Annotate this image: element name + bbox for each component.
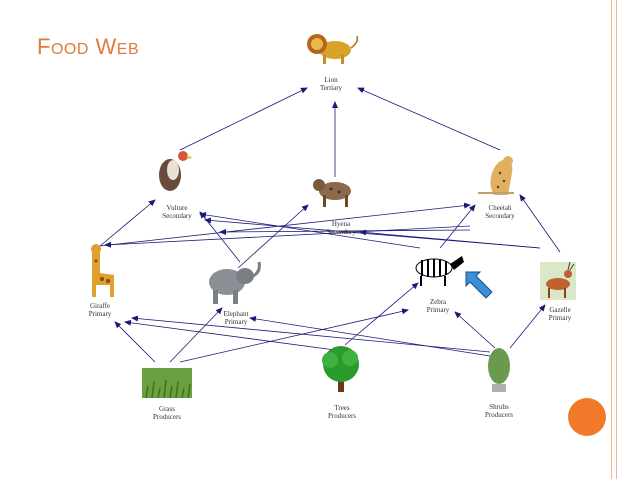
pointer-arrow-icon: [465, 271, 493, 299]
slide-border-line: [611, 0, 612, 479]
slide-title: FOOD WEB: [37, 34, 140, 59]
giraffe-icon: [91, 244, 114, 297]
gazelle-icon: [540, 261, 576, 300]
elephant-icon: [209, 261, 261, 304]
shrub-icon: [488, 348, 510, 392]
cheetah-icon: [478, 156, 514, 195]
arrow-shrubs-to-elephant: [249, 315, 491, 357]
slide-border-line-inner: [616, 0, 617, 479]
arrow-gazelle-to-hyena: [359, 229, 541, 249]
arrow-shrubs-to-zebra: [454, 311, 496, 349]
arrow-giraffe-to-vulture: [99, 199, 156, 247]
lion-icon: [307, 34, 359, 64]
arrow-trees-to-giraffe: [124, 319, 336, 351]
decorative-orange-circle: [568, 398, 606, 436]
arrow-gazelle-to-cheetah: [519, 194, 561, 253]
arrow-shrubs-to-gazelle: [509, 304, 546, 349]
arrow-vulture-to-lion: [179, 87, 308, 151]
arrow-grass-to-giraffe: [114, 321, 156, 363]
arrow-cheetah-to-lion: [357, 87, 501, 151]
vulture-icon: [159, 151, 193, 191]
arrow-cheetah-to-zebra: [219, 228, 471, 235]
zebra-icon: [415, 256, 464, 286]
tree-icon: [322, 346, 359, 392]
arrow-trees-to-zebra: [344, 282, 419, 346]
arrow-grass-to-elephant: [169, 307, 223, 363]
arrow-cheetah-to-giraffe: [104, 225, 471, 248]
food-web-arrows: [99, 87, 561, 363]
arrow-grass-to-zebra: [179, 308, 409, 363]
hyena-icon: [313, 179, 351, 207]
grass-icon: [142, 368, 192, 399]
